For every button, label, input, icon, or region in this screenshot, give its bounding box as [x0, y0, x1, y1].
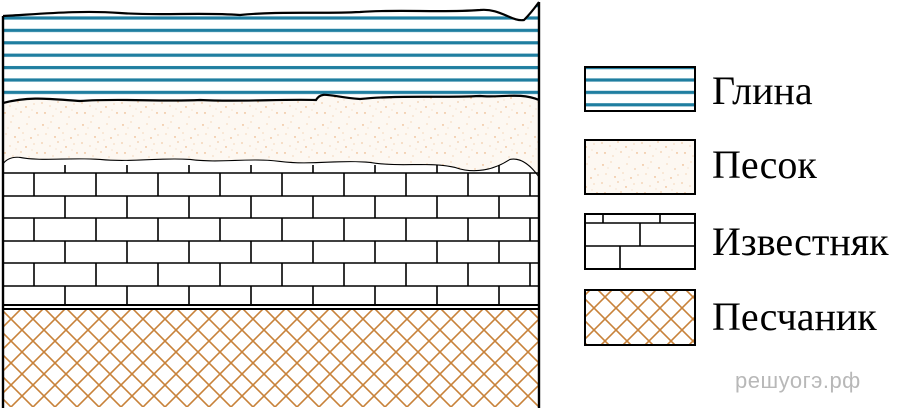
layer-clay — [2, 1, 540, 103]
legend-label-limestone: Известняк — [712, 219, 889, 264]
legend-swatch-sandstone — [584, 289, 696, 346]
legend-item-clay: Глина — [584, 66, 813, 113]
legend-swatch-limestone — [584, 213, 696, 270]
legend-item-sand: Песок — [584, 139, 817, 195]
rock-column — [1, 1, 541, 408]
legend-swatch-sand — [584, 139, 696, 195]
layer-limestone — [3, 157, 539, 305]
legend-swatch-clay — [584, 66, 696, 112]
legend-item-sandstone: Песчаник — [584, 289, 877, 346]
legend: Глина Песок Известняк Песчаник — [584, 66, 889, 346]
legend-item-limestone: Известняк — [584, 213, 889, 270]
legend-label-clay: Глина — [712, 68, 813, 113]
legend-label-sand: Песок — [712, 142, 817, 187]
legend-label-sandstone: Песчаник — [712, 294, 877, 339]
layer-sandstone — [3, 304, 539, 407]
watermark: решуогэ.рф — [735, 368, 861, 393]
